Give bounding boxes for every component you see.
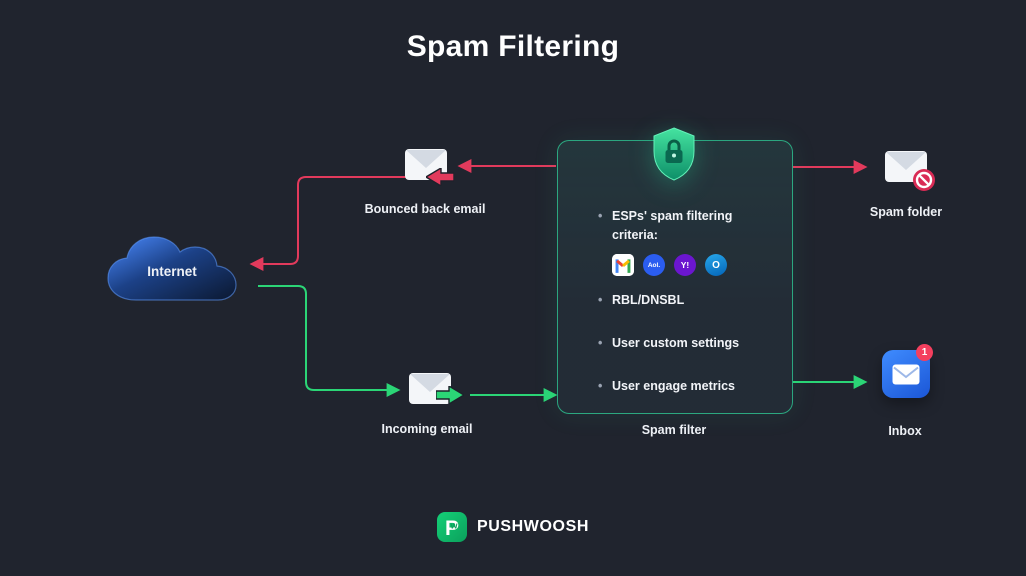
footer-brand: P w PUSHWOOSH <box>0 512 1026 542</box>
inbox-app-icon <box>882 350 930 398</box>
gmail-icon <box>612 254 634 276</box>
criteria-item-custom-settings: User custom settings <box>598 334 764 353</box>
arrow-bounced-to-internet <box>249 176 420 271</box>
brand-name: PUSHWOOSH <box>476 518 590 535</box>
esp-icons-row: Aol. Y! O <box>612 254 772 276</box>
forward-arrow-icon <box>436 386 464 404</box>
aol-icon: Aol. <box>643 254 665 276</box>
incoming-email-label: Incoming email <box>381 422 473 436</box>
spam-folder-label: Spam folder <box>869 205 943 219</box>
lock-icon <box>665 139 683 163</box>
svg-text:P: P <box>445 517 459 540</box>
bounce-back-arrow-icon <box>426 168 454 186</box>
criteria-item-engage-metrics: User engage metrics <box>598 377 764 396</box>
criteria-item-rbl: RBL/DNSBL <box>598 291 764 310</box>
bounced-email-label: Bounced back email <box>364 202 486 216</box>
cloud-icon <box>107 236 237 301</box>
blocked-icon <box>913 169 935 191</box>
arrow-internet-to-incoming <box>258 285 401 397</box>
inbox-envelope-icon <box>892 364 920 384</box>
outlook-icon: O <box>705 254 727 276</box>
criteria-list-rest: RBL/DNSBL User custom settings User enga… <box>598 291 772 396</box>
criteria-item-esp: ESPs' spam filtering criteria: <box>598 207 764 245</box>
svg-text:w: w <box>449 521 458 531</box>
yahoo-icon: Y! <box>674 254 696 276</box>
pushwoosh-logo-icon: P w <box>436 512 467 542</box>
spam-filter-panel: ESPs' spam filtering criteria: Aol. Y! O… <box>557 140 793 414</box>
shield-icon <box>653 127 695 181</box>
internet-label: Internet <box>147 264 197 279</box>
inbox-unread-badge: 1 <box>916 344 933 361</box>
page-title: Spam Filtering <box>406 30 620 63</box>
inbox-label: Inbox <box>888 424 922 438</box>
criteria-list: ESPs' spam filtering criteria: <box>598 207 772 245</box>
spam-filter-content: ESPs' spam filtering criteria: Aol. Y! O… <box>558 141 792 413</box>
spam-filter-label: Spam filter <box>641 423 707 437</box>
